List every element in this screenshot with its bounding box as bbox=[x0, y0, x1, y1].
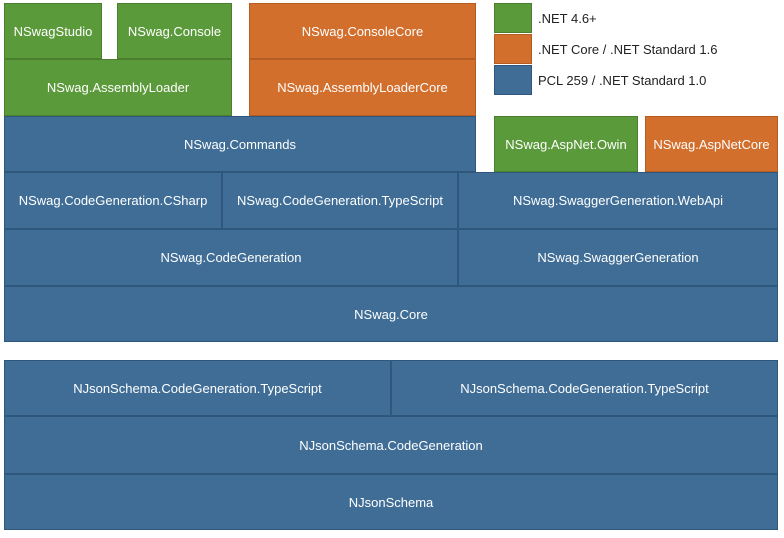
legend-label: .NET 4.6+ bbox=[538, 10, 597, 26]
package-label: NSwag.AssemblyLoaderCore bbox=[277, 80, 448, 95]
legend-item-pcl: PCL 259 / .NET Standard 1.0 bbox=[494, 65, 706, 95]
package-nswag-aspnet-owin: NSwag.AspNet.Owin bbox=[494, 116, 638, 172]
package-nswag-console: NSwag.Console bbox=[117, 3, 232, 59]
package-nswag-commands: NSwag.Commands bbox=[4, 116, 476, 172]
package-label: NSwag.SwaggerGeneration bbox=[537, 250, 699, 265]
package-nswag-consolecore: NSwag.ConsoleCore bbox=[249, 3, 476, 59]
package-label: NSwag.ConsoleCore bbox=[301, 23, 424, 39]
package-label: NJsonSchema.CodeGeneration.TypeScript bbox=[73, 380, 322, 396]
package-label: NJsonSchema bbox=[348, 494, 434, 510]
package-njsonschema-codegeneration: NJsonSchema.CodeGeneration bbox=[4, 416, 778, 474]
package-label: NJsonSchema.CodeGeneration bbox=[299, 437, 483, 453]
package-label: NSwag.AspNetCore bbox=[653, 136, 770, 152]
package-label: NSwag.Commands bbox=[184, 136, 296, 152]
package-label: NSwag.AssemblyLoader bbox=[46, 80, 190, 95]
package-njsonschema-codegeneration-typescript-left: NJsonSchema.CodeGeneration.TypeScript bbox=[4, 360, 391, 416]
package-label: NSwag.CodeGeneration bbox=[160, 250, 302, 265]
package-label: NSwag.CodeGeneration.TypeScript bbox=[237, 193, 443, 208]
package-nswagstudio: NSwagStudio bbox=[4, 3, 102, 59]
legend-swatch-orange bbox=[494, 34, 532, 64]
legend-label: PCL 259 / .NET Standard 1.0 bbox=[538, 72, 707, 88]
package-label: NSwagStudio bbox=[13, 23, 93, 39]
legend-swatch-blue bbox=[494, 65, 532, 95]
package-nswag-codegeneration: NSwag.CodeGeneration bbox=[4, 229, 458, 286]
package-nswag-core: NSwag.Core bbox=[4, 286, 778, 342]
legend-swatch-green bbox=[494, 3, 532, 33]
package-label: NSwag.Console bbox=[127, 23, 222, 39]
package-label: NSwag.Core bbox=[354, 306, 428, 322]
legend-item-net46: .NET 4.6+ bbox=[494, 3, 597, 33]
legend-label: .NET Core / .NET Standard 1.6 bbox=[538, 41, 718, 57]
package-nswag-codegeneration-csharp: NSwag.CodeGeneration.CSharp bbox=[4, 172, 222, 229]
package-nswag-assemblyloadercore: NSwag.AssemblyLoaderCore bbox=[249, 59, 476, 116]
package-njsonschema-codegeneration-typescript-right: NJsonSchema.CodeGeneration.TypeScript bbox=[391, 360, 778, 416]
package-nswag-swaggergeneration: NSwag.SwaggerGeneration bbox=[458, 229, 778, 286]
package-label: NSwag.CodeGeneration.CSharp bbox=[18, 193, 208, 208]
package-label: NSwag.AspNet.Owin bbox=[505, 136, 627, 152]
package-nswag-assemblyloader: NSwag.AssemblyLoader bbox=[4, 59, 232, 116]
package-label: NJsonSchema.CodeGeneration.TypeScript bbox=[460, 380, 709, 396]
package-njsonschema: NJsonSchema bbox=[4, 474, 778, 530]
package-nswag-codegeneration-typescript: NSwag.CodeGeneration.TypeScript bbox=[222, 172, 458, 229]
package-nswag-swaggergeneration-webapi: NSwag.SwaggerGeneration.WebApi bbox=[458, 172, 778, 229]
legend-item-netcore: .NET Core / .NET Standard 1.6 bbox=[494, 34, 717, 64]
package-label: NSwag.SwaggerGeneration.WebApi bbox=[512, 193, 724, 208]
package-nswag-aspnetcore: NSwag.AspNetCore bbox=[645, 116, 778, 172]
